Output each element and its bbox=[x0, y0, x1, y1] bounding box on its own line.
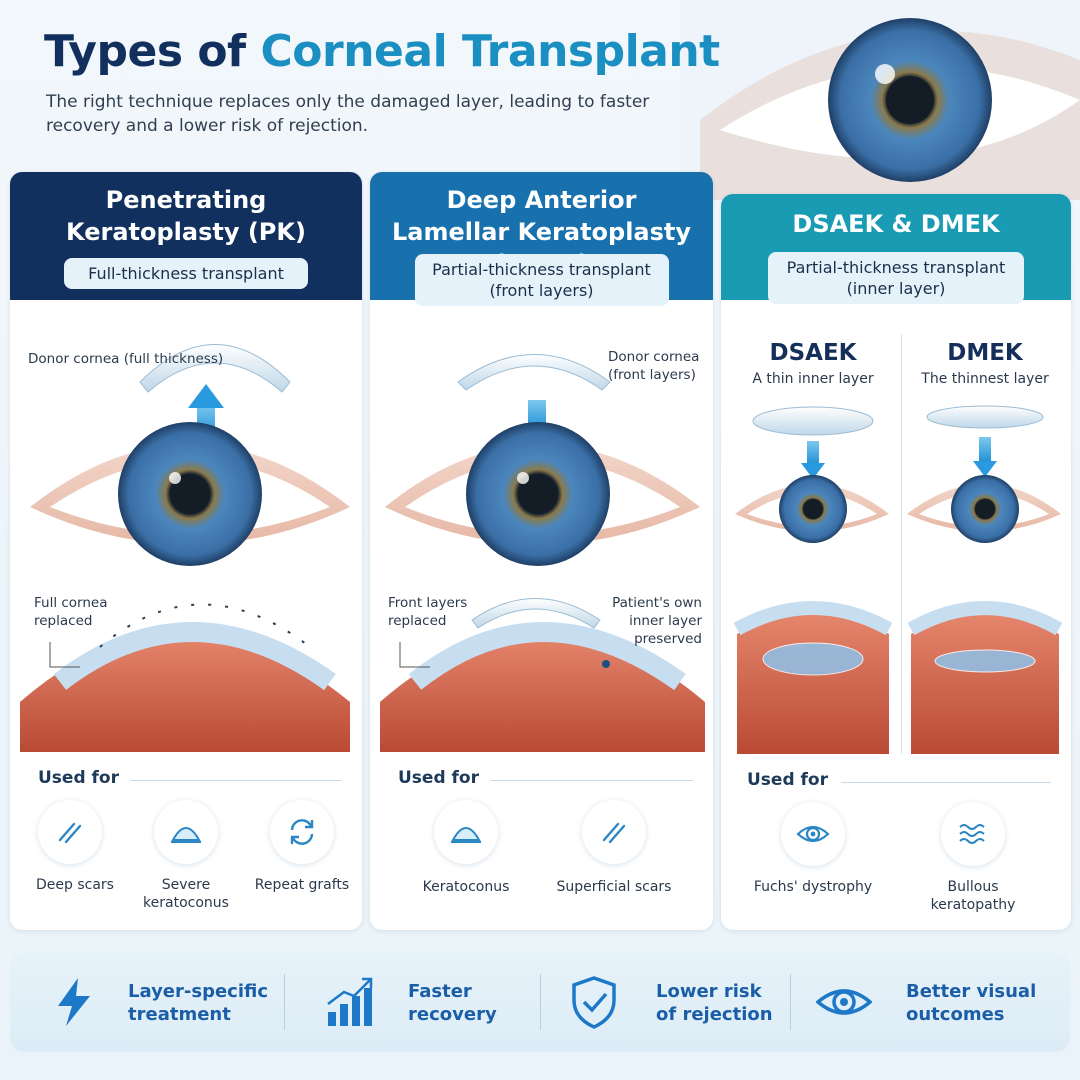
pk-donor-label: Donor cornea (full thickness) bbox=[28, 351, 224, 367]
pk-use-icon-1 bbox=[38, 800, 102, 864]
lightning-icon bbox=[58, 978, 90, 1026]
dmek-subtitle: DMEK bbox=[947, 340, 1023, 366]
lines-icon bbox=[58, 822, 82, 844]
pk-divider bbox=[130, 780, 342, 781]
panel-pk: Penetrating Keratoplasty (PK) Full-thick… bbox=[10, 172, 362, 930]
pk-replaced-label: Full cornea replaced bbox=[34, 595, 108, 629]
pk-use-label-2: Severe keratoconus bbox=[143, 877, 229, 911]
benefit-item-4: Better visual outcomes bbox=[810, 952, 1060, 1052]
dalk-use-icon-2 bbox=[582, 800, 646, 864]
page-subtitle: The right technique replaces only the da… bbox=[46, 92, 650, 136]
page-title: Types of Corneal Transplant bbox=[44, 26, 720, 77]
dsaek-caption: A thin inner layer bbox=[752, 371, 874, 387]
pk-used-for-heading: Used for bbox=[38, 768, 119, 788]
pk-use-label-3: Repeat grafts bbox=[254, 877, 350, 893]
dsaek-use-label-2: Bullous keratopathy bbox=[930, 879, 1016, 913]
dsaek-dmek-illustration bbox=[733, 405, 1063, 754]
panel-dsaek-dmek: DSAEK & DMEK Partial-thickness transplan… bbox=[721, 194, 1071, 930]
dsaek-subtitle: DSAEK bbox=[769, 340, 857, 366]
panel-pk-pill: Full-thickness transplant bbox=[64, 258, 308, 289]
dsaek-used-for-heading: Used for bbox=[747, 770, 828, 790]
dalk-use-icon-1 bbox=[434, 800, 498, 864]
panel-pk-header: Penetrating Keratoplasty (PK) Full-thick… bbox=[10, 172, 362, 300]
cone-icon bbox=[171, 827, 201, 843]
dalk-donor-label: Donor cornea (front layers) bbox=[608, 349, 700, 383]
eye-icon bbox=[816, 989, 872, 1015]
dalk-procedure-illustration bbox=[380, 354, 705, 752]
benefit-item-3: Lower risk of rejection bbox=[560, 952, 780, 1052]
lines-icon bbox=[602, 822, 626, 844]
benefit-item-2: Faster recovery bbox=[310, 952, 530, 1052]
dsaek-used-divider bbox=[841, 782, 1051, 783]
dalk-used-for-heading: Used for bbox=[398, 768, 479, 788]
shield-check-icon bbox=[572, 976, 616, 1029]
refresh-icon bbox=[290, 819, 314, 845]
dmek-caption: The thinnest layer bbox=[921, 371, 1049, 387]
panel-dalk: Deep Anterior Lamellar Keratoplasty (DAL… bbox=[370, 172, 713, 930]
growth-chart-icon bbox=[327, 977, 373, 1026]
panel-dsaek-title: DSAEK & DMEK bbox=[792, 210, 1000, 238]
benefit-divider-1 bbox=[284, 974, 285, 1030]
panel-dsaek-header: DSAEK & DMEK Partial-thickness transplan… bbox=[721, 194, 1071, 304]
panel-dalk-pill: Partial-thickness transplant (front laye… bbox=[414, 254, 669, 306]
dalk-use-label-2: Superficial scars bbox=[556, 879, 672, 895]
benefit-divider-2 bbox=[540, 974, 541, 1030]
pk-use-icon-2 bbox=[154, 800, 218, 864]
benefit-label-3: Lower risk of rejection bbox=[656, 981, 773, 1025]
cone-icon bbox=[451, 827, 481, 843]
panel-pk-title: Penetrating Keratoplasty (PK) bbox=[66, 186, 306, 246]
benefits-bar: Layer-specific treatment Faster recovery… bbox=[10, 952, 1070, 1052]
dsaek-use-icon-2 bbox=[941, 802, 1005, 866]
benefit-label-4: Better visual outcomes bbox=[906, 981, 1037, 1025]
panel-dalk-header: Deep Anterior Lamellar Keratoplasty (DAL… bbox=[370, 172, 713, 306]
dalk-use-label-1: Keratoconus bbox=[422, 879, 510, 895]
benefit-label-2: Faster recovery bbox=[408, 981, 497, 1025]
panel-dsaek-pill: Partial-thickness transplant (inner laye… bbox=[768, 252, 1024, 304]
eye-icon bbox=[796, 825, 830, 843]
benefit-label-1: Layer-specific treatment bbox=[128, 981, 269, 1025]
waves-icon bbox=[959, 824, 985, 844]
pk-procedure-illustration bbox=[20, 344, 350, 752]
dalk-replaced-label: Front layers replaced bbox=[388, 595, 468, 629]
benefit-item-1: Layer-specific treatment bbox=[40, 952, 280, 1052]
benefit-divider-3 bbox=[790, 974, 791, 1030]
hero-eye-image bbox=[680, 0, 1080, 200]
dalk-preserved-label: Patient's own inner layer preserved bbox=[612, 595, 702, 647]
dalk-divider bbox=[490, 780, 693, 781]
pk-use-icon-3 bbox=[270, 800, 334, 864]
pk-use-label-1: Deep scars bbox=[36, 877, 114, 893]
dsaek-use-label-1: Fuchs' dystrophy bbox=[753, 879, 873, 895]
dsaek-dmek-divider bbox=[901, 334, 902, 754]
dsaek-use-icon-1 bbox=[781, 802, 845, 866]
